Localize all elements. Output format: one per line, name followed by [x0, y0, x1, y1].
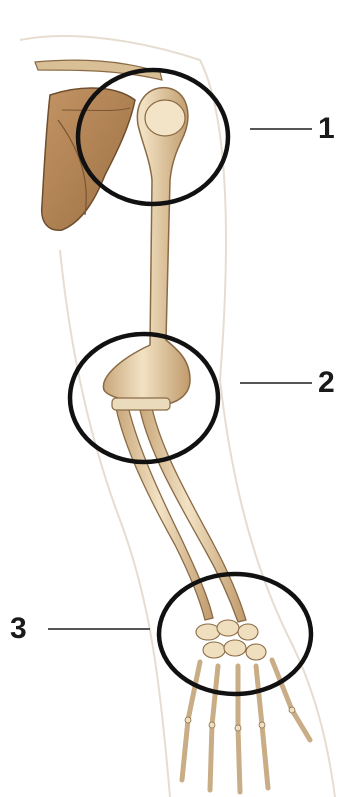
forearm-bones	[112, 398, 246, 622]
callout-label-3: 3	[10, 614, 27, 644]
carpal-bones	[196, 620, 266, 660]
callout-label-2: 2	[318, 368, 335, 398]
scapula-bone	[42, 88, 135, 230]
callout-label-1: 1	[318, 114, 335, 144]
hand-bones	[182, 660, 310, 792]
